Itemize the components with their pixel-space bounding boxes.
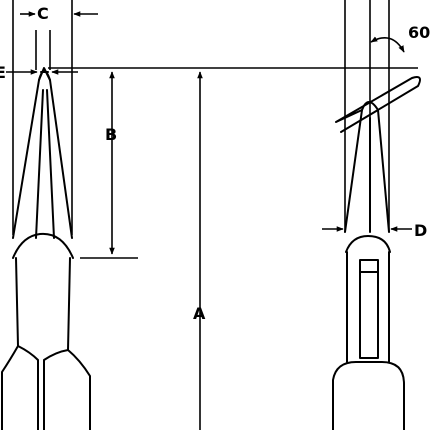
angle-arc-60	[370, 36, 405, 53]
label-c: C	[37, 4, 49, 23]
front-body	[15, 257, 71, 351]
front-handle-grip	[1, 345, 91, 430]
side-bent-tip	[335, 76, 421, 133]
side-body	[346, 251, 390, 363]
label-a: A	[193, 304, 206, 323]
front-tip	[38, 67, 51, 81]
front-jaw-inner-line	[35, 89, 55, 239]
side-handle-grip	[332, 361, 405, 430]
side-slot	[359, 259, 379, 359]
label-b: B	[105, 125, 117, 144]
front-view-pliers	[1, 67, 91, 430]
dimension-lines	[6, 0, 418, 430]
side-joint	[345, 235, 391, 253]
front-joint	[12, 232, 74, 259]
label-e: E	[0, 63, 6, 82]
side-view-pliers	[332, 76, 421, 430]
label-angle-60: 60	[408, 23, 430, 42]
side-jaw-outline	[344, 101, 390, 233]
label-d: D	[414, 221, 427, 240]
